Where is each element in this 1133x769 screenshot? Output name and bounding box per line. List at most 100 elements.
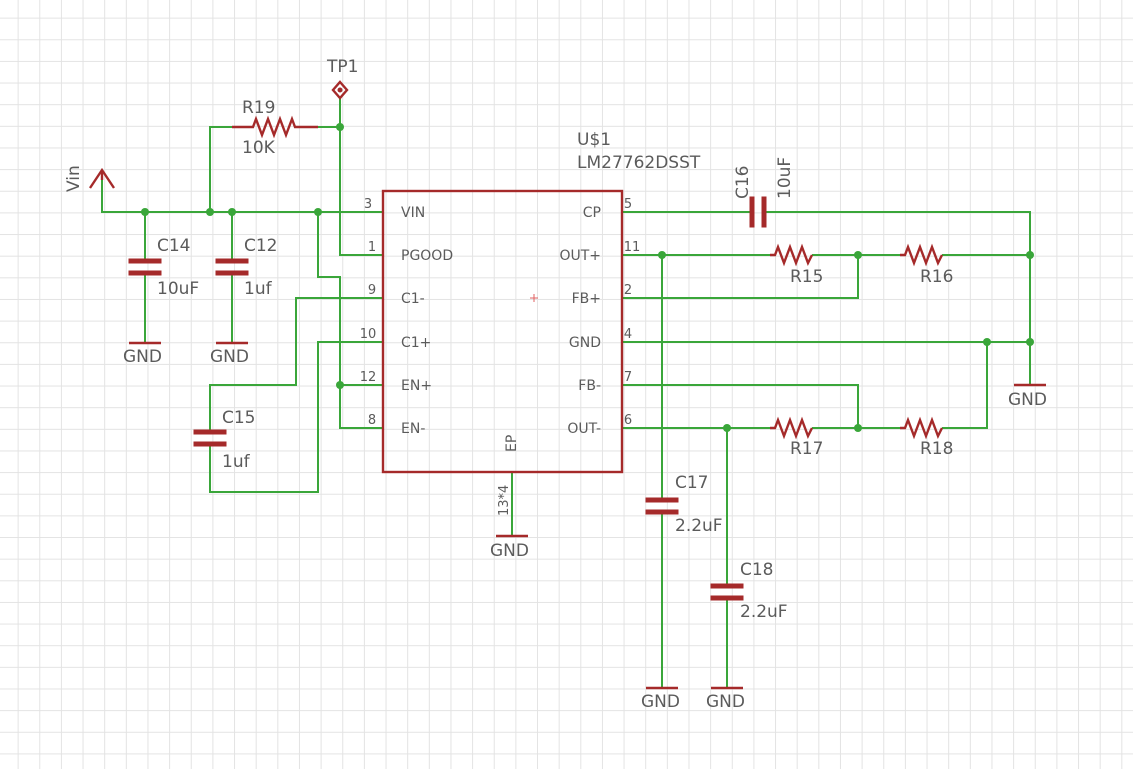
wire-c1-plus [209, 341, 383, 493]
r15-name: R15 [790, 267, 823, 287]
pin-name: FB- [578, 378, 601, 394]
pin-number: 9 [368, 283, 376, 298]
tp1-label: TP1 [326, 57, 358, 77]
wire-fb-minus [622, 384, 859, 428]
right-pin-out-plus[interactable]: 11 OUT+ [559, 240, 640, 264]
pin-name: FB+ [572, 291, 601, 307]
wire-c1-minus [209, 297, 383, 430]
gnd-label: GND [210, 347, 249, 367]
capacitor-c15[interactable]: C15 1uf [193, 408, 256, 472]
gnd-symbol-c12[interactable]: GND [210, 341, 249, 367]
capacitor-c16[interactable]: C16 10uF [733, 157, 795, 228]
right-pin-fb-minus[interactable]: 7 FB- [578, 370, 632, 394]
resistor-icon [232, 115, 318, 139]
gnd-label: GND [706, 692, 745, 712]
gnd-label: GND [490, 541, 529, 561]
junction [336, 381, 344, 389]
left-pin-en-plus[interactable]: 12 EN+ [360, 370, 432, 394]
junction [1026, 251, 1034, 259]
pin-name: OUT+ [559, 248, 601, 264]
resistor-r18[interactable]: R18 [900, 416, 953, 459]
chip-name: U$1 [577, 130, 611, 150]
junction [854, 251, 862, 259]
pin-name: GND [569, 335, 601, 351]
c16-name: C16 [733, 165, 753, 199]
wire-fb-plus [622, 255, 859, 299]
c12-name: C12 [244, 236, 278, 256]
gnd-symbol-c14[interactable]: GND [123, 341, 162, 367]
capacitor-icon [193, 429, 227, 435]
chip-lm27762[interactable]: U$1 LM27762DSST EP 13*4 3 VIN 1 PGOOD 9 … [360, 130, 701, 516]
junction [854, 424, 862, 432]
junction [723, 424, 731, 432]
pin-name: PGOOD [401, 248, 453, 264]
c14-name: C14 [157, 236, 191, 256]
pin-name: EN+ [401, 378, 432, 394]
left-pin-en-minus[interactable]: 8 EN- [368, 413, 426, 437]
wire-c16-right [766, 211, 1031, 385]
pin-name: OUT- [567, 421, 601, 437]
capacitor-c17[interactable]: C17 2.2uF [645, 473, 723, 536]
junction [1026, 338, 1034, 346]
wire-r18-right [942, 342, 988, 429]
chip-body [381, 189, 624, 474]
c17-value: 2.2uF [675, 516, 723, 536]
pin-number: 4 [624, 327, 632, 342]
test-point-icon [331, 80, 349, 100]
pin-number: 2 [624, 283, 632, 298]
gnd-label: GND [641, 692, 680, 712]
junction [141, 208, 149, 216]
pin-number: 6 [624, 413, 632, 428]
pin-number: 1 [368, 240, 376, 255]
pin-name: VIN [401, 205, 425, 221]
resistor-r17[interactable]: R17 [770, 416, 823, 459]
left-pin-c1-plus[interactable]: 10 C1+ [360, 327, 432, 351]
pin-number: 5 [624, 197, 632, 212]
wire-pgood [339, 98, 383, 256]
right-pin-out-minus[interactable]: 6 OUT- [567, 413, 632, 437]
capacitor-icon [215, 258, 249, 264]
junction [206, 208, 214, 216]
c14-value: 10uF [157, 279, 199, 299]
gnd-symbol-ep[interactable]: GND [490, 534, 529, 561]
pin-number: 10 [360, 327, 377, 342]
right-pin-cp[interactable]: 5 CP [583, 197, 632, 221]
left-pin-c1-minus[interactable]: 9 C1- [368, 283, 425, 307]
resistor-icon [770, 416, 814, 440]
c17-name: C17 [675, 473, 709, 493]
gnd-symbol-right[interactable]: GND [1008, 383, 1047, 410]
capacitor-c12[interactable]: C12 1uf [215, 236, 278, 299]
gnd-label: GND [1008, 390, 1047, 410]
pin-name: C1+ [401, 335, 431, 351]
resistor-icon [900, 243, 944, 267]
resistor-r16[interactable]: R16 [900, 243, 953, 287]
vin-supply-symbol[interactable]: Vin [64, 165, 115, 192]
gnd-symbol-c17[interactable]: GND [641, 686, 680, 712]
right-pin-fb-plus[interactable]: 2 FB+ [572, 283, 633, 307]
left-pin-vin[interactable]: 3 VIN [364, 197, 425, 221]
pin-name: EN- [401, 421, 425, 437]
c15-value: 1uf [222, 452, 251, 472]
r17-name: R17 [790, 439, 823, 459]
capacitor-c18[interactable]: C18 2.2uF [710, 560, 788, 622]
resistor-icon [900, 416, 944, 440]
c18-value: 2.2uF [740, 602, 788, 622]
junction [336, 123, 344, 131]
r16-name: R16 [920, 267, 953, 287]
pin-number: 7 [624, 370, 632, 385]
test-point-tp1[interactable]: TP1 [326, 57, 358, 100]
resistor-icon [770, 243, 814, 267]
resistor-r15[interactable]: R15 [770, 243, 823, 287]
wire-vin-rail [101, 178, 383, 213]
resistor-r19[interactable]: R19 10K [232, 98, 318, 158]
capacitor-icon [710, 583, 744, 589]
right-pin-gnd[interactable]: 4 GND [569, 327, 632, 351]
capacitor-c14[interactable]: C14 10uF [128, 236, 199, 299]
left-pin-pgood[interactable]: 1 PGOOD [368, 240, 453, 264]
pin-name: CP [583, 205, 601, 221]
vin-label: Vin [64, 165, 84, 192]
wire-enable [317, 212, 383, 429]
gnd-symbol-c18[interactable]: GND [706, 686, 745, 712]
r18-name: R18 [920, 439, 953, 459]
